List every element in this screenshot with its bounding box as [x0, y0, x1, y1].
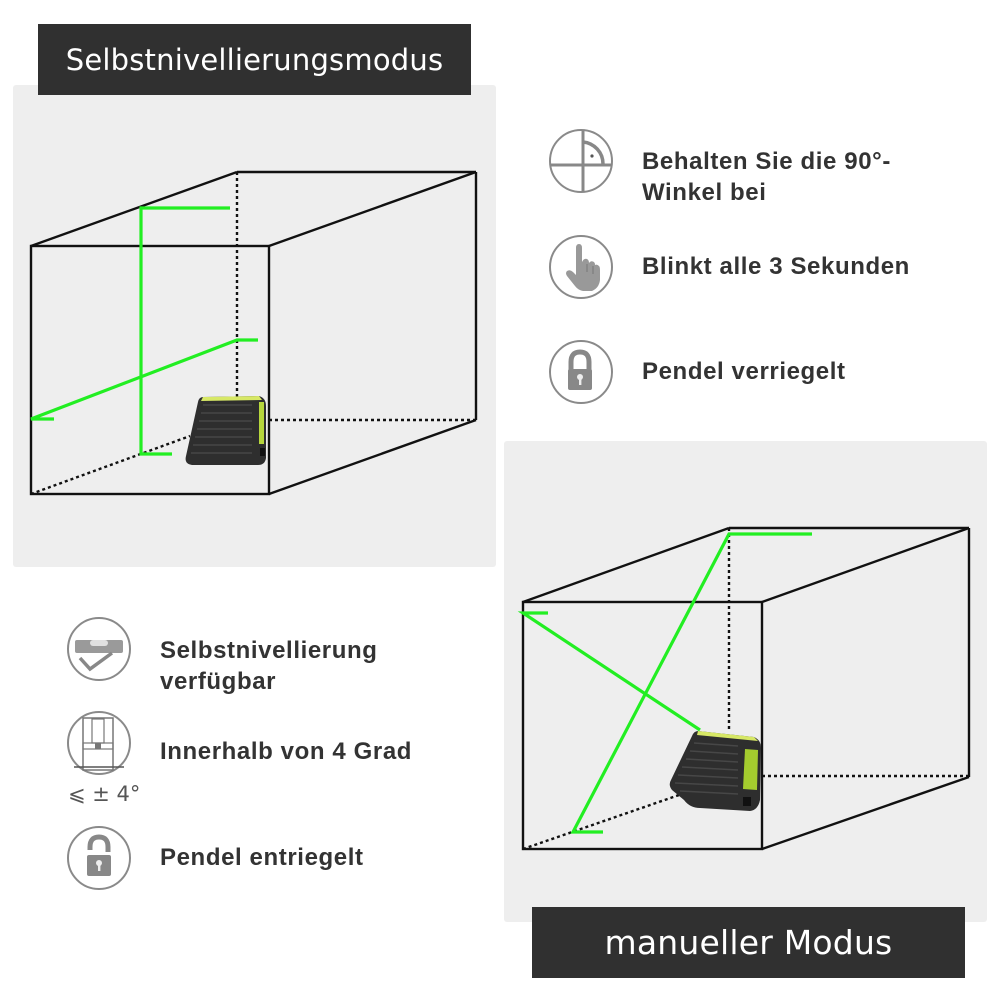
laser-level-device — [185, 396, 266, 465]
self-leveling-mode-title: Selbstnivellierungsmodus — [38, 24, 471, 95]
spirit-level-check-icon — [67, 617, 131, 681]
laser-level-device-tilted — [669, 731, 761, 811]
pointing-hand-icon — [549, 235, 613, 299]
hidden-edges — [30, 172, 476, 496]
feature-self-leveling-available-text: Selbstnivellierung verfügbar — [160, 637, 378, 695]
feature-keep-90-degree-text: Behalten Sie die 90°- Winkel bei — [642, 148, 891, 206]
crosshair-right-angle-icon — [549, 129, 613, 193]
tilt-tolerance-label: ⩽ ± 4° — [68, 782, 141, 806]
manual-mode-title: manueller Modus — [532, 907, 965, 978]
manual-mode-title-text: manueller Modus — [604, 923, 893, 962]
room-box-outline — [521, 526, 971, 851]
feature-pendulum-unlocked-text: Pendel entriegelt — [160, 844, 364, 871]
laser-lines — [30, 206, 258, 456]
hidden-edges — [522, 528, 969, 851]
feature-within-4-degrees-text: Innerhalb von 4 Grad — [160, 738, 413, 765]
padlock-locked-icon — [549, 340, 613, 404]
padlock-unlocked-icon — [67, 826, 131, 890]
feature-pendulum-locked-text: Pendel verriegelt — [642, 358, 846, 385]
tilted-device-icon — [67, 711, 131, 775]
laser-lines — [517, 532, 812, 834]
room-box-outline — [29, 170, 478, 496]
feature-blink-text: Blinkt alle 3 Sekunden — [642, 253, 910, 280]
self-leveling-mode-title-text: Selbstnivellierungsmodus — [65, 42, 444, 77]
manual-mode-diagram-panel — [504, 441, 987, 922]
self-leveling-diagram-panel — [13, 85, 496, 567]
